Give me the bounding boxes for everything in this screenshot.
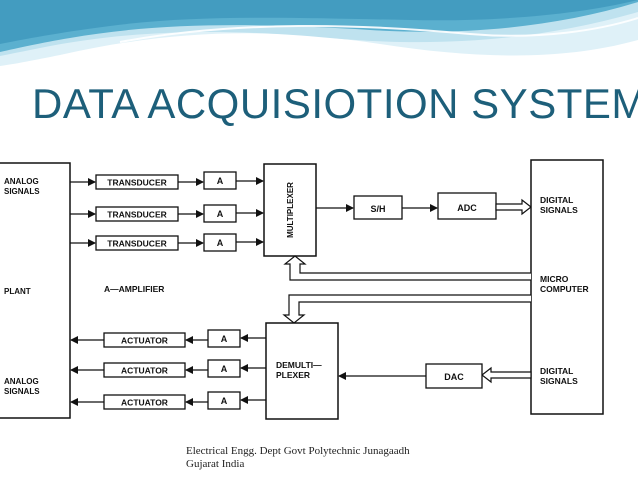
sample-hold-label: S/H bbox=[370, 204, 385, 214]
computer-to-dac-bus bbox=[481, 366, 532, 384]
transducer-label: TRANSDUCER bbox=[107, 178, 167, 188]
amplifier-block bbox=[207, 391, 241, 410]
actuator-label: ACTUATOR bbox=[121, 366, 168, 376]
amplifier-block bbox=[207, 329, 241, 348]
footer-line2: Gujarat India bbox=[186, 458, 245, 470]
slide-footer: Electrical Engg. Dept Govt Polytechnic J… bbox=[186, 445, 410, 471]
transducer-label: TRANSDUCER bbox=[107, 239, 167, 249]
amplifier-legend: A—AMPLIFIER bbox=[104, 284, 164, 294]
dac-label: DAC bbox=[444, 372, 464, 382]
computer-to-demultiplexer-control bbox=[282, 294, 531, 324]
digital-signals-top-line2: SIGNALS bbox=[540, 205, 578, 215]
amplifier-block bbox=[207, 359, 241, 378]
demultiplexer-block bbox=[265, 322, 339, 420]
multiplexer-label: MULTIPLEXER bbox=[286, 182, 295, 238]
header-wave-decoration bbox=[0, 0, 638, 66]
multiplexer-block bbox=[263, 163, 317, 257]
transducer-label: TRANSDUCER bbox=[107, 210, 167, 220]
micro-computer-block: DIGITAL SIGNALS MICRO COMPUTER DIGITAL S… bbox=[530, 159, 604, 415]
footer-line1: Electrical Engg. Dept Govt Polytechnic J… bbox=[186, 445, 410, 457]
demultiplexer-label-line1: DEMULTI— bbox=[276, 360, 322, 370]
micro-label: MICRO bbox=[540, 274, 569, 284]
computer-label: COMPUTER bbox=[540, 284, 589, 294]
dac-block bbox=[425, 363, 483, 389]
digital-signals-bottom-line1: DIGITAL bbox=[540, 366, 573, 376]
actuator-label: ACTUATOR bbox=[121, 336, 168, 346]
plant-label: PLANT bbox=[4, 287, 31, 296]
slide-title: DATA ACQUISIOTION SYSTEM bbox=[32, 80, 638, 127]
computer-to-multiplexer-control bbox=[283, 255, 531, 281]
amplifier-label: A bbox=[221, 334, 228, 344]
analog-signals-bottom-line2: SIGNALS bbox=[4, 387, 40, 396]
digital-signals-bottom-line2: SIGNALS bbox=[540, 376, 578, 386]
amplifier-label: A bbox=[217, 209, 224, 219]
amplifier-label: A bbox=[221, 396, 228, 406]
actuator-label: ACTUATOR bbox=[121, 398, 168, 408]
analog-signals-top-line2: SIGNALS bbox=[4, 187, 40, 196]
adc-label: ADC bbox=[457, 203, 477, 213]
amplifier-label: A bbox=[217, 176, 224, 186]
amplifier-label: A bbox=[221, 364, 228, 374]
demultiplexer-label-line2: PLEXER bbox=[276, 370, 310, 380]
adc-block bbox=[437, 192, 497, 220]
amplifier-label: A bbox=[217, 238, 224, 248]
plant-block: ANALOG SIGNALS PLANT ANALOG SIGNALS bbox=[0, 162, 71, 419]
adc-to-computer-bus bbox=[495, 198, 532, 216]
analog-signals-bottom-line1: ANALOG bbox=[4, 377, 39, 386]
analog-signals-top-line1: ANALOG bbox=[4, 177, 39, 186]
digital-signals-top-line1: DIGITAL bbox=[540, 195, 573, 205]
